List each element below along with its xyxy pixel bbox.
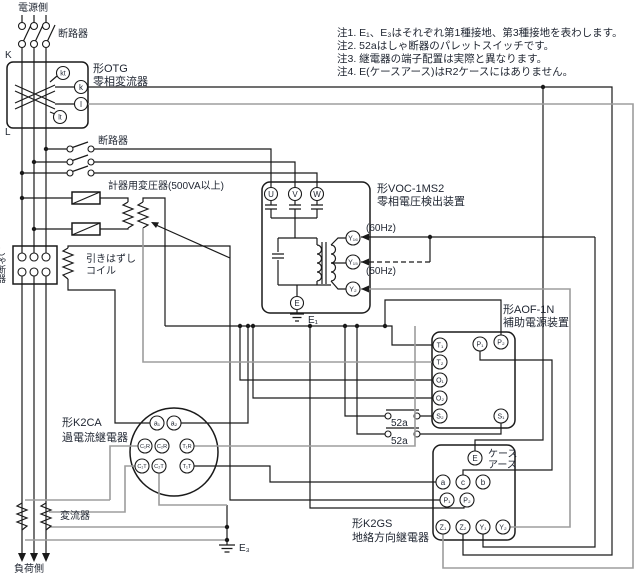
power-side-label: 電源側 <box>18 1 48 14</box>
terminal-k2gs-p1-label: P₁ <box>443 498 451 505</box>
e1-label: E₁ <box>308 315 319 326</box>
aof-terminals: T₁ T₂ O₁ O₂ S₂ P₁ P₂ S₁ <box>432 334 509 424</box>
voc-terminals: U V W Y₁₆ Y₁₅ Y₂ E <box>263 186 361 311</box>
otg-title-2: 零相変流器 <box>93 74 148 88</box>
k2ca-title-2: 過電流継電器 <box>62 430 128 444</box>
arrows <box>18 233 369 562</box>
otg-title-1: 形OTG <box>93 62 128 75</box>
terminal-y15-label: Y₁₅ <box>348 260 358 267</box>
terminal-y1-label: Y₁ <box>479 525 487 532</box>
terminal-k2gs-e-label: E <box>472 454 477 463</box>
note-2: 注2. 52aはしゃ断器のパレットスイッチです。 <box>337 39 554 52</box>
disconnector-mid-label: 断路器 <box>98 134 128 147</box>
terminal-k2gs-a-label: a <box>441 478 446 487</box>
s52a-label-2: 52a <box>391 436 408 447</box>
trip-coil-label-2: コイル <box>86 266 116 277</box>
y16-arrow <box>361 233 369 241</box>
terminal-y2k-label: Y₂ <box>499 525 507 532</box>
k2ca-terminals: a₁ a₂ C₁R C₂R T₁R C₁T C₂T T₁T <box>134 415 195 474</box>
k2gs-title-1: 形K2GS <box>352 517 392 530</box>
k2gs-terminals: E a c b P₁ P₂ Z₁ Z₂ Y₁ Y₂ <box>435 450 511 535</box>
junction-dots <box>19 84 546 543</box>
terminal-y2-label: Y₂ <box>349 287 357 294</box>
terminal-z2-label: Z₂ <box>460 525 467 532</box>
case-earth-label-2: アース <box>488 460 517 471</box>
terminal-lt-label: lt <box>58 115 62 122</box>
note-4: 注4. E(ケースアース)はR2ケースにはありません。 <box>337 65 573 78</box>
k-label: K <box>5 50 12 61</box>
disconnector-top-label: 断路器 <box>58 27 88 40</box>
ct-label: 変流器 <box>60 509 90 522</box>
terminal-p1-label: P₁ <box>476 342 484 349</box>
k2gs-box <box>432 444 516 541</box>
terminal-c1r-label: C₁R <box>140 444 150 450</box>
voc-title-2: 零相電圧検出装置 <box>377 194 465 208</box>
component-outlines <box>6 61 516 541</box>
load-arrow-3 <box>42 553 50 562</box>
load-arrow-2 <box>30 553 38 562</box>
terminal-u-label: U <box>268 190 274 199</box>
l-label: L <box>5 127 11 138</box>
terminal-p2-label: P₂ <box>497 340 505 347</box>
note-1: 注1. E₁、E₃はそれぞれ第1種接地、第3種接地を表わします。 <box>337 26 623 39</box>
terminal-k2gs-c-label: c <box>461 478 465 487</box>
load-side-label: 負荷側 <box>14 562 44 575</box>
terminal-s2-label: S₂ <box>436 414 444 421</box>
terminal-l <box>73 96 89 112</box>
terminal-lt <box>52 109 68 125</box>
k2gs-title-2: 地絡方向継電器 <box>352 530 429 544</box>
current-transformers <box>15 502 53 531</box>
terminal-y16-label: Y₁₆ <box>348 236 358 243</box>
terminal-k-label: k <box>79 83 84 92</box>
load-arrow-1 <box>18 553 26 562</box>
terminal-c2t-label: C₂T <box>154 464 164 470</box>
terminal-z1-label: Z₁ <box>440 525 447 532</box>
voc-title-1: 形VOC-1MS2 <box>377 182 444 195</box>
top-disconnector <box>17 21 51 49</box>
terminal-k <box>73 79 89 95</box>
case-earth-label-1: ケース <box>488 448 518 460</box>
e3-label: E₃ <box>239 543 250 554</box>
terminal-kt <box>55 65 71 81</box>
k2ca-circle <box>129 407 219 497</box>
terminal-t1t-label: T₁T <box>183 464 192 470</box>
wires-gray <box>25 103 634 569</box>
k2ca-title-1: 形K2CA <box>62 416 102 429</box>
terminal-c1t-label: C₁T <box>137 464 147 470</box>
hz50-label: (50Hz) <box>366 266 396 277</box>
trip-coil-label-1: 引きはずし <box>86 253 136 265</box>
terminal-k2gs-p2-label: P₂ <box>463 498 471 505</box>
terminal-t1-label: T₁ <box>437 343 444 350</box>
terminal-t2-label: T₂ <box>437 360 444 367</box>
breaker-contacts <box>17 252 51 277</box>
y15-arrow <box>361 258 369 266</box>
terminal-t1r-label: T₁R <box>182 444 191 450</box>
terminal-k2gs-b-label: b <box>481 478 486 487</box>
terminal-c2r-label: C₂R <box>157 444 167 450</box>
terminal-o2-label: O₂ <box>436 396 444 403</box>
terminal-l-label: l <box>80 100 82 109</box>
otg-terminals: kt k l lt <box>52 65 89 125</box>
wires-black <box>14 15 613 556</box>
breaker-box <box>12 245 58 285</box>
terminal-w-label: W <box>313 190 321 199</box>
terminal-s1-label: S₁ <box>497 414 505 421</box>
terminal-a2-label: a₂ <box>171 421 178 428</box>
breaker-label: しゃ断器 <box>0 247 6 283</box>
aof-title-1: 形AOF-1N <box>503 303 554 316</box>
terminal-v-label: V <box>292 190 298 199</box>
terminal-voc-e-label: E <box>294 299 299 308</box>
text-labels: 電源側 断路器 K 形OTG 零相変流器 L 断路器 計器用変圧器(500VA以… <box>0 1 623 575</box>
terminal-o1-label: O₁ <box>436 378 444 385</box>
hz60-label: (60Hz) <box>366 223 396 234</box>
terminal-kt-label: kt <box>60 71 66 78</box>
pt-label: 計器用変圧器(500VA以上) <box>108 179 224 192</box>
aof-title-2: 補助電源装置 <box>503 315 569 329</box>
y2-arrow <box>361 285 369 293</box>
note-3: 注3. 継電器の端子配置は実際と異なります。 <box>337 52 547 65</box>
voc-box <box>261 181 371 314</box>
s52a-label-1: 52a <box>391 418 408 429</box>
terminal-a1-label: a₁ <box>154 421 161 428</box>
